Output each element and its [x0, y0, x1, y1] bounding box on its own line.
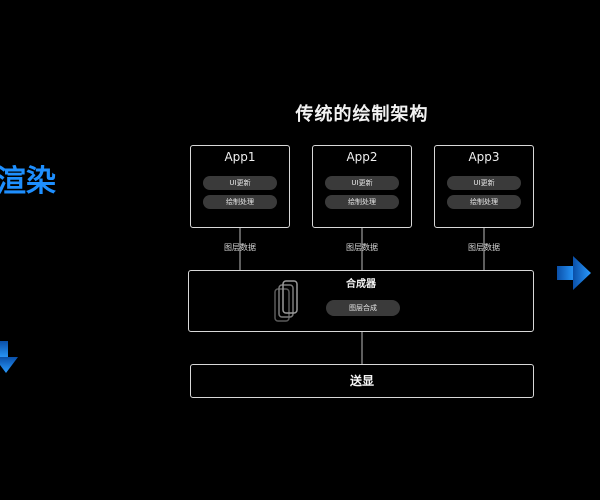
app-box-1: App1 UI更新 绘制处理 [190, 145, 290, 228]
edge-label-app1: 图层数据 [224, 243, 256, 252]
composer-title: 合成器 [346, 279, 376, 290]
task-pill: UI更新 [325, 176, 399, 190]
app-box-3: App3 UI更新 绘制处理 [434, 145, 534, 228]
arrow-down-icon [0, 341, 18, 373]
edge-label-app2: 图层数据 [346, 243, 378, 252]
edge-label-app3: 图层数据 [468, 243, 500, 252]
app-title: App3 [468, 150, 500, 164]
composer-box: 合成器 图层合成 [188, 270, 534, 332]
task-pill: UI更新 [203, 176, 277, 190]
app-box-2: App2 UI更新 绘制处理 [312, 145, 412, 228]
task-pill: 绘制处理 [447, 195, 521, 209]
task-pill: 绘制处理 [203, 195, 277, 209]
task-pill: 绘制处理 [325, 195, 399, 209]
layers-icon [274, 280, 298, 322]
diagram-title: 传统的绘制架构 [295, 104, 429, 125]
composer-task-pill: 图层合成 [326, 300, 400, 316]
previous-slide-title-fragment: 渲染 [0, 164, 56, 199]
task-pill: UI更新 [447, 176, 521, 190]
arrow-right-icon [557, 256, 591, 290]
app-title: App1 [224, 150, 256, 164]
display-box: 送显 [190, 364, 534, 398]
app-title: App2 [346, 150, 378, 164]
display-label: 送显 [349, 374, 374, 388]
